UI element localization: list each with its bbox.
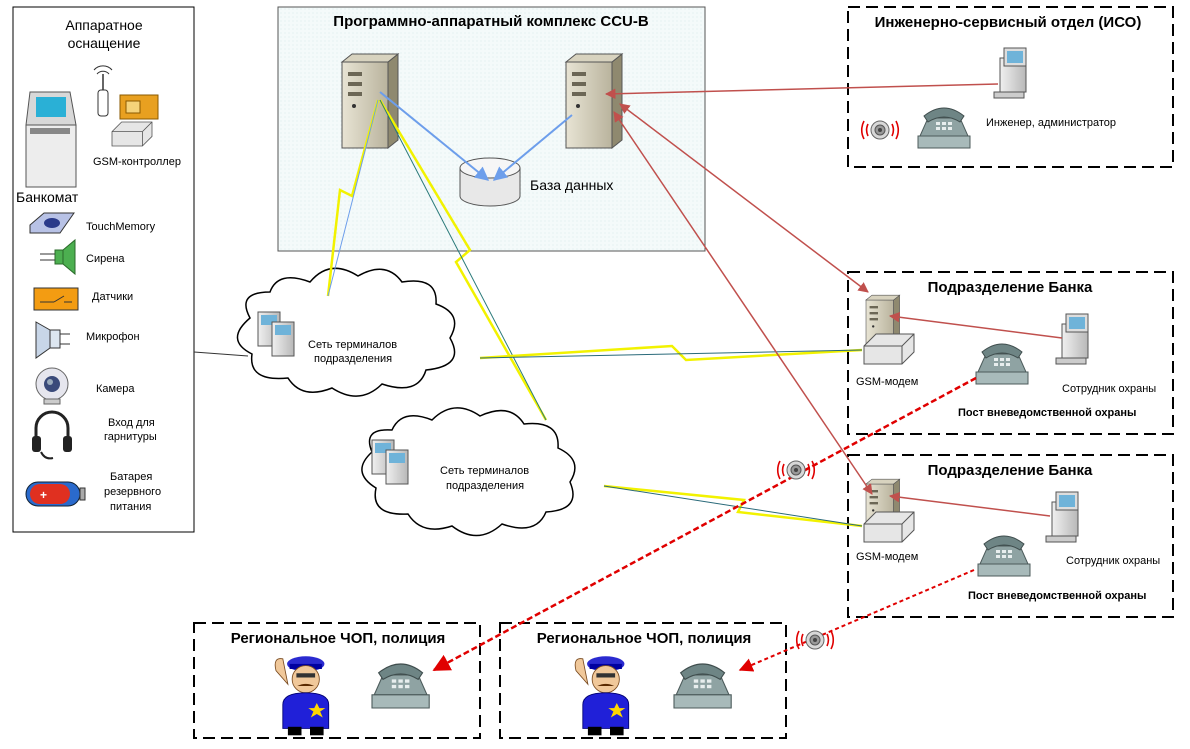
terminal-cloud-2: Сеть терминалов подразделения (361, 407, 576, 537)
gsm-controller-label: GSM-контроллер (93, 156, 181, 168)
touch-memory-label: TouchMemory (86, 221, 156, 233)
branch-2-modem-icon (863, 511, 915, 543)
branch-1-modem-label: GSM-модем (856, 376, 918, 388)
engineer-label: Инженер, администратор (986, 117, 1116, 129)
touch-memory-icon (29, 212, 75, 234)
sim-card-icon (119, 94, 159, 120)
branch-1-post-label: Пост вневедомственной охраны (958, 407, 1136, 419)
iso-department: Инженерно-сервисный отдел (ИСО) Инженер,… (847, 6, 1174, 168)
gsm-controller-icon (111, 121, 153, 147)
branch-2-guard-label: Сотрудник охраны (1066, 555, 1160, 567)
link-server1-cloud1 (326, 99, 380, 297)
hardware-title-line2: оснащение (68, 35, 141, 51)
antenna-icon (93, 65, 113, 117)
police-2: Региональное ЧОП, полиция (499, 622, 787, 739)
alarm-icon-link-2 (795, 630, 835, 650)
ccu-complex-title: Программно-аппаратный комплекс CCU-B (333, 13, 649, 30)
server-icon-2 (565, 53, 623, 149)
microphone-icon (35, 321, 70, 359)
branch-2-post-label: Пост вневедомственной охраны (968, 590, 1146, 602)
database-label: База данных (530, 177, 613, 193)
branch-1-title: Подразделение Банка (928, 279, 1093, 296)
microphone-label: Микрофон (86, 331, 140, 343)
hardware-panel: Аппаратное оснащение Банкомат GSM-контро… (12, 6, 195, 533)
ccu-complex: Программно-аппаратный комплекс CCU-B Баз… (277, 6, 706, 252)
police-1-title: Региональное ЧОП, полиция (231, 630, 446, 647)
terminal-cloud-1-line1: Сеть терминалов (308, 339, 397, 351)
terminal-cloud-2-line2: подразделения (446, 480, 524, 492)
link-server1-db (379, 91, 490, 181)
hardware-title-line1: Аппаратное (65, 17, 142, 33)
headset-label-line2: гарнитуры (104, 431, 157, 443)
terminal-cloud-2-line1: Сеть терминалов (440, 465, 529, 477)
camera-label: Камера (96, 383, 135, 395)
link-guard1-server-b1 (888, 311, 1063, 339)
branch-1-guard-label: Сотрудник охраны (1062, 383, 1156, 395)
headset-label-line1: Вход для (108, 417, 155, 429)
alarm-link-branch1-police1 (432, 376, 977, 672)
link-branch2-server2 (613, 111, 873, 495)
link-hardware-cloud1 (193, 351, 249, 357)
link-server1-cloud2 (378, 99, 548, 421)
atm-icon (25, 91, 77, 188)
sensors-label: Датчики (92, 291, 133, 303)
link-server2-db (492, 114, 573, 181)
battery-label-line1: Батарея (110, 471, 152, 483)
atm-label: Банкомат (16, 189, 79, 205)
svg-text:+: + (40, 488, 47, 502)
branch-2-title: Подразделение Банка (928, 462, 1093, 479)
link-guard2-server-b2 (888, 491, 1051, 517)
connections (193, 83, 1063, 672)
alarm-link-branch2-police2 (738, 569, 975, 672)
alarm-icon-link-1 (776, 460, 816, 480)
battery-label-line2: резервного (104, 486, 161, 498)
branch-1: Подразделение Банка GSM-модем Сотрудник … (847, 271, 1174, 435)
branch-2: Подразделение Банка GSM-модем Сотрудник … (847, 454, 1174, 618)
iso-title: Инженерно-сервисный отдел (ИСО) (875, 14, 1142, 31)
siren-label: Сирена (86, 253, 125, 265)
terminal-cloud-1-line2: подразделения (314, 353, 392, 365)
police-1: Региональное ЧОП, полиция (193, 622, 481, 739)
branch-1-modem-icon (863, 333, 915, 365)
link-iso-server2 (604, 83, 999, 100)
link-cloud1-modem1 (479, 344, 863, 362)
terminal-cloud-1: Сеть терминалов подразделения (236, 267, 456, 397)
camera-icon (35, 367, 69, 405)
battery-icon: + (25, 481, 86, 507)
branch-2-modem-label: GSM-модем (856, 551, 918, 563)
siren-icon (40, 238, 76, 276)
sensor-icon (33, 287, 79, 311)
battery-label-line3: питания (110, 501, 151, 513)
police-2-title: Региональное ЧОП, полиция (537, 630, 752, 647)
headset-icon (32, 410, 72, 460)
